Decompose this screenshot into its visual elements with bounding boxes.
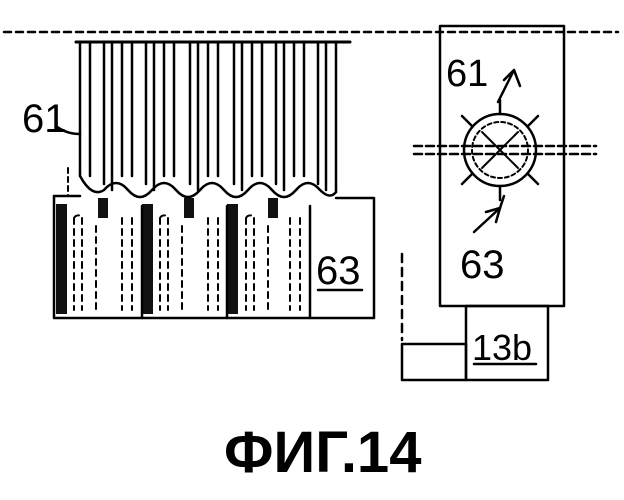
dark-bar bbox=[98, 198, 108, 218]
label-61-right: 61 bbox=[446, 53, 488, 95]
dark-bar bbox=[227, 204, 238, 314]
fin-wavy-edge bbox=[80, 176, 336, 197]
dark-bar bbox=[184, 198, 194, 218]
dark-bar bbox=[142, 204, 153, 314]
figure-caption: ФИГ.14 bbox=[224, 420, 421, 485]
fin-group bbox=[80, 42, 336, 192]
arrow-61 bbox=[498, 70, 520, 102]
label-63-left: 63 bbox=[316, 249, 361, 293]
rotor-spokes bbox=[462, 100, 538, 200]
label-13b: 13b bbox=[472, 327, 532, 368]
arrow-63 bbox=[474, 208, 500, 232]
label-63-right: 63 bbox=[460, 243, 505, 287]
label-61-left: 61 bbox=[22, 97, 67, 141]
dark-bar bbox=[56, 204, 67, 314]
dashed-compartments bbox=[74, 215, 300, 310]
dark-bar bbox=[268, 198, 278, 218]
lower-left-box bbox=[402, 344, 466, 380]
